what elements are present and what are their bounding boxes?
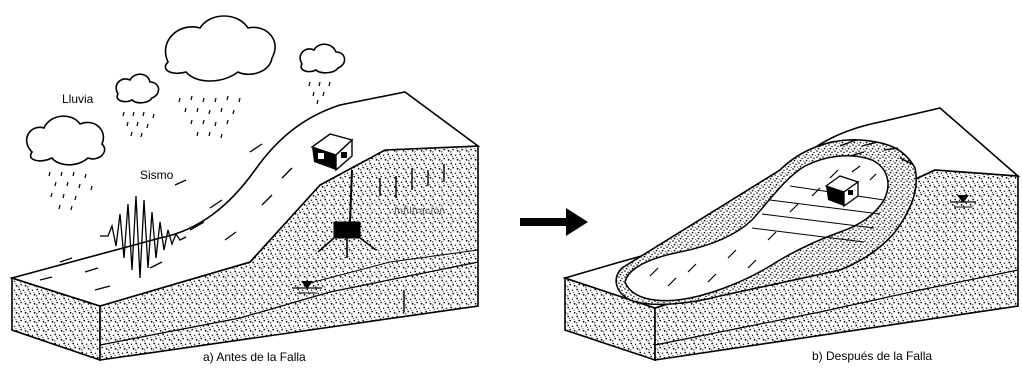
earthquake-label: Sismo	[140, 168, 173, 182]
cloud-icon-left	[27, 116, 105, 165]
cloud-icon-right	[300, 44, 344, 73]
block-after	[565, 108, 1018, 360]
cloud-icon-large	[165, 16, 275, 81]
cloud-icon-small	[116, 74, 158, 103]
rain-label: Lluvia	[62, 92, 93, 106]
block-before	[12, 16, 478, 360]
infiltration-label: Infiltración	[394, 205, 446, 219]
caption-before: a) Antes de la Falla	[203, 350, 306, 364]
caption-after: b) Después de la Falla	[812, 349, 932, 363]
arrow-right-icon	[520, 208, 588, 236]
